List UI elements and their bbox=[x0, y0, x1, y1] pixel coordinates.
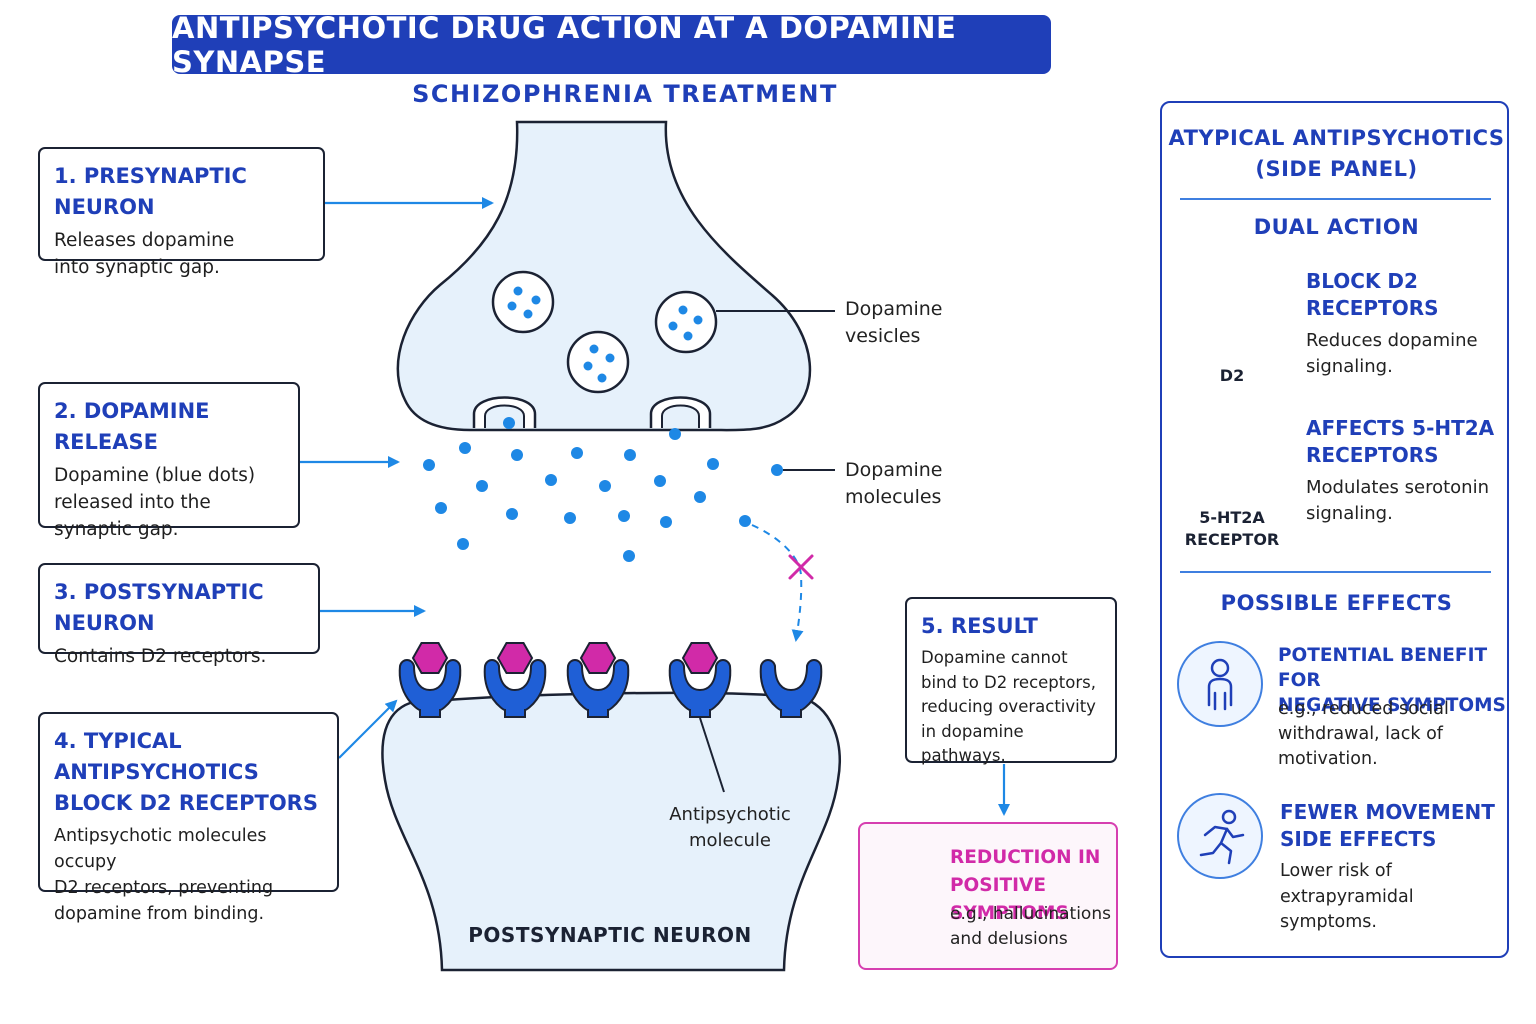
panel-title: ATYPICAL ANTIPSYCHOTICS (SIDE PANEL) bbox=[1168, 126, 1505, 181]
dual-action-heading: DUAL ACTION bbox=[1253, 215, 1420, 239]
vesicles-label: Dopamine vesicles bbox=[845, 298, 943, 347]
d2-receptor bbox=[398, 659, 462, 718]
possible-effects-heading: POSSIBLE EFFECTS bbox=[1220, 591, 1453, 615]
d2-receptor bbox=[759, 659, 823, 718]
result-desc: Dopamine cannot bind to D2 receptors, re… bbox=[921, 648, 1096, 765]
dopamine-molecules bbox=[423, 417, 783, 562]
running-person-icon bbox=[1177, 793, 1263, 879]
result-box: 5. RESULT Dopamine cannot bind to D2 rec… bbox=[905, 597, 1117, 765]
panel-divider bbox=[1180, 198, 1491, 200]
reduction-desc: e.g., hallucinations and delusions bbox=[950, 904, 1111, 949]
step-3-desc: Contains D2 receptors. bbox=[54, 646, 267, 667]
d2-caption: D2 bbox=[1219, 366, 1245, 385]
panel-divider-2 bbox=[1180, 571, 1491, 573]
step-3-title: 3. POSTSYNAPTIC NEURON bbox=[54, 580, 264, 635]
antipsychotic-molecule bbox=[681, 642, 719, 674]
blocked-binding-path bbox=[751, 524, 804, 642]
molecules-label: Dopamine molecules bbox=[845, 459, 943, 508]
ht2a-title: AFFECTS 5-HT2A RECEPTORS bbox=[1306, 416, 1495, 467]
d2-title: BLOCK D2 RECEPTORS bbox=[1306, 269, 1439, 320]
reduction-box: REDUCTION IN POSITIVE SYMPTOMS e.g., hal… bbox=[858, 822, 1118, 970]
page-title: ANTIPSYCHOTIC DRUG ACTION AT A DOPAMINE … bbox=[172, 11, 1051, 79]
person-icon bbox=[1177, 641, 1263, 727]
ht2a-desc: Modulates serotonin signaling. bbox=[1306, 477, 1489, 524]
movement-desc: Lower risk of extrapyramidal symptoms. bbox=[1280, 861, 1414, 932]
step-4-desc: Antipsychotic molecules occupy D2 recept… bbox=[54, 826, 274, 924]
ht2a-caption: 5-HT2A RECEPTOR bbox=[1184, 508, 1280, 549]
x-mark-icon bbox=[788, 554, 814, 580]
postsynaptic-label: POSTSYNAPTIC NEURON bbox=[468, 923, 752, 947]
page-subtitle: SCHIZOPHRENIA TREATMENT bbox=[412, 80, 838, 108]
arrow-step-4 bbox=[338, 699, 398, 759]
d2-receptors bbox=[398, 642, 823, 718]
benefit-desc: e.g., reduced social withdrawal, lack of… bbox=[1278, 699, 1449, 769]
d2-receptor bbox=[668, 659, 732, 718]
step-2-desc: Dopamine (blue dots) released into the s… bbox=[54, 465, 256, 540]
result-title: 5. RESULT bbox=[921, 614, 1038, 638]
step-4-box: 4. TYPICAL ANTIPSYCHOTICS BLOCK D2 RECEP… bbox=[38, 712, 339, 924]
dopamine-vesicles bbox=[491, 270, 718, 394]
atypical-side-panel: ATYPICAL ANTIPSYCHOTICS (SIDE PANEL) DUA… bbox=[1160, 101, 1509, 958]
presynaptic-neuron-shape bbox=[396, 120, 812, 432]
antipsychotic-label: Antipsychotic molecule bbox=[669, 804, 791, 851]
step-1-title: 1. PRESYNAPTIC NEURON bbox=[54, 164, 247, 219]
antipsychotic-molecule bbox=[496, 642, 534, 674]
d2-desc: Reduces dopamine signaling. bbox=[1306, 330, 1478, 377]
step-2-title: 2. DOPAMINE RELEASE bbox=[54, 399, 210, 454]
step-2-box: 2. DOPAMINE RELEASE Dopamine (blue dots)… bbox=[38, 382, 300, 540]
d2-receptor bbox=[566, 659, 630, 718]
reduction-title: REDUCTION IN POSITIVE SYMPTOMS bbox=[950, 847, 1101, 924]
step-3-box: 3. POSTSYNAPTIC NEURON Contains D2 recep… bbox=[38, 563, 320, 667]
benefit-title: POTENTIAL BENEFIT FOR NEGATIVE SYMPTOMS bbox=[1278, 645, 1506, 716]
antipsychotic-pointer-line bbox=[699, 717, 725, 793]
antipsychotic-molecule bbox=[579, 642, 617, 674]
movement-title: FEWER MOVEMENT SIDE EFFECTS bbox=[1280, 800, 1495, 851]
d2-receptor bbox=[483, 659, 547, 718]
step-1-box: 1. PRESYNAPTIC NEURON Releases dopamine … bbox=[38, 147, 325, 278]
antipsychotic-molecule bbox=[411, 642, 449, 674]
step-1-desc: Releases dopamine into synaptic gap. bbox=[54, 230, 235, 278]
step-4-title: 4. TYPICAL ANTIPSYCHOTICS BLOCK D2 RECEP… bbox=[54, 729, 318, 815]
